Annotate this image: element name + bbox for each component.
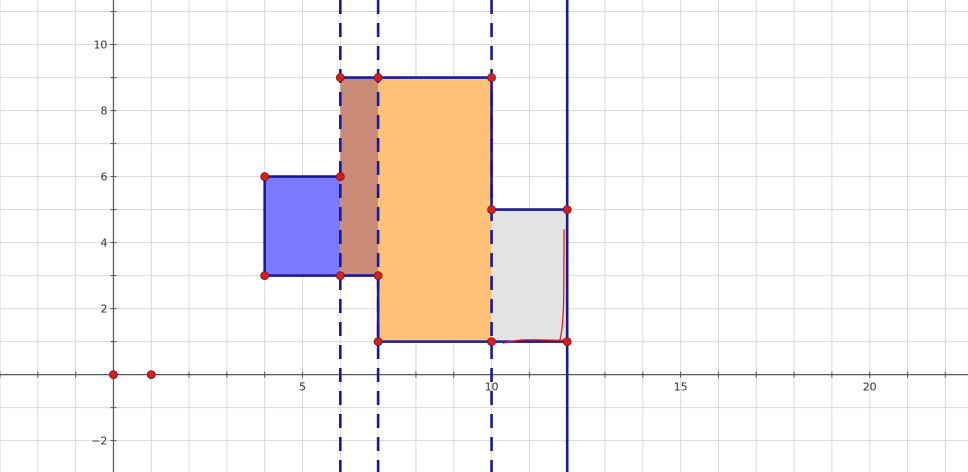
y-tick-label: 2 xyxy=(100,303,107,316)
point xyxy=(487,73,496,82)
point xyxy=(373,271,383,281)
y-tick-label: 8 xyxy=(100,105,107,118)
blue-rectangle xyxy=(264,176,341,276)
y-tick-label: −2 xyxy=(91,435,107,448)
x-tick-label: 10 xyxy=(485,381,499,394)
y-tick-label: 4 xyxy=(100,237,107,250)
tick-labels: 5 10 15 20 −2 2 4 6 8 10 xyxy=(91,39,876,448)
overlap-rectangle xyxy=(340,77,379,276)
shapes xyxy=(264,77,568,342)
x-tick-label: 20 xyxy=(863,381,877,394)
point xyxy=(562,205,572,214)
point xyxy=(373,73,383,82)
points xyxy=(109,73,572,380)
point xyxy=(335,172,345,181)
point xyxy=(562,337,572,347)
y-tick-label: 6 xyxy=(100,171,107,184)
hand-drawn-marks xyxy=(502,229,566,344)
sketch-vertical-mark xyxy=(559,229,565,342)
point xyxy=(260,271,270,281)
x-tick-label: 15 xyxy=(674,381,688,394)
point xyxy=(335,271,345,281)
point xyxy=(260,172,270,181)
y-tick-label: 10 xyxy=(93,39,107,52)
point xyxy=(109,370,118,380)
orange-rectangle xyxy=(378,77,492,342)
sketch-horizontal-mark xyxy=(502,339,566,344)
point xyxy=(487,205,496,214)
rectangle-outlines xyxy=(263,76,569,343)
point xyxy=(373,337,383,347)
gray-rectangle xyxy=(491,209,568,342)
point xyxy=(487,337,496,347)
x-tick-label: 5 xyxy=(299,381,306,394)
point xyxy=(146,370,156,380)
point xyxy=(335,73,345,82)
